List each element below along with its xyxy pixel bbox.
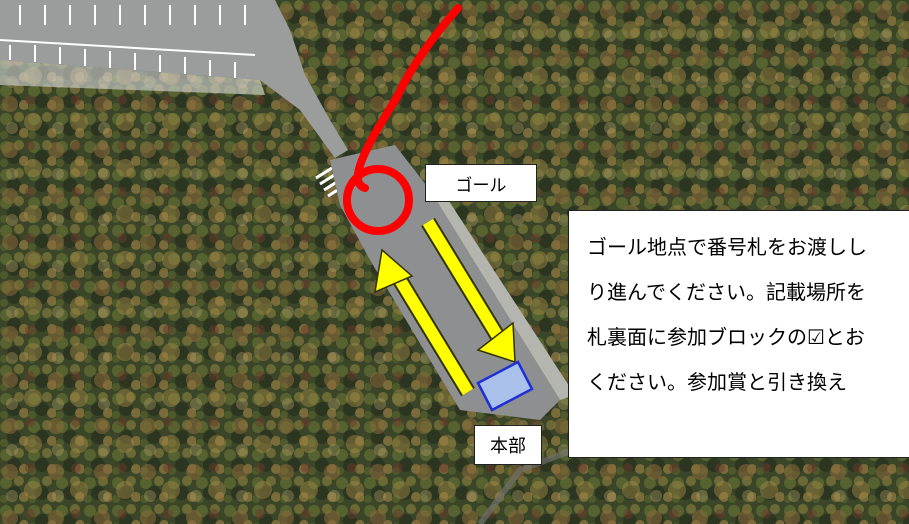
note-line: 札裏面に参加ブロックの☑とお [587, 325, 865, 349]
arrow-up-head [374, 248, 414, 294]
goal-label: ゴール [425, 164, 537, 202]
lot-edge [430, 190, 575, 400]
parking-shadow [0, 60, 265, 95]
direction-arrows [374, 217, 516, 397]
upper-parking-lot [0, 0, 348, 158]
parking-lines [0, 5, 256, 78]
instruction-note: ゴール地点で番号札をお渡しし り進んでください。記載場所を 札裏面に参加ブロック… [568, 210, 909, 458]
note-line: ください。参加賞と引き換え [587, 370, 847, 394]
route [343, 4, 462, 235]
hq-marker [476, 360, 534, 412]
note-line: ゴール地点で番号札をお渡しし [587, 235, 867, 259]
goal-circle [343, 165, 413, 235]
arrow-down-head [476, 321, 516, 364]
note-line: り進んでください。記載場所を [587, 280, 866, 304]
hq-label: 本部 [474, 425, 542, 465]
